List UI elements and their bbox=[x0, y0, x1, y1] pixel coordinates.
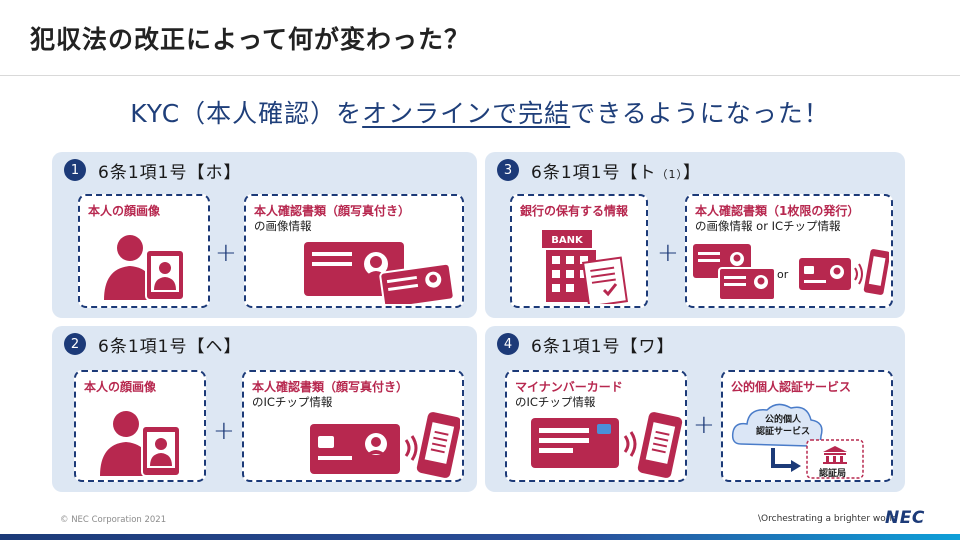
panel-rule-label: 6条1項1号【ホ】 bbox=[98, 162, 242, 183]
panel-rule-he: 2 6条1項1号【ヘ】 本人の顔画像 + 本人確認書類（顔写真付き） のICチッ… bbox=[52, 326, 477, 492]
headline: KYC（本人確認）をオンラインで完結できるようになった！ bbox=[0, 94, 960, 130]
face-selfie-icon bbox=[104, 235, 185, 301]
id-document-box: 本人確認書類（顔写真付き） のICチップ情報 bbox=[242, 370, 464, 482]
panel-header: 4 6条1項1号【ワ】 bbox=[497, 332, 675, 357]
box-title: マイナンバーカード bbox=[515, 380, 623, 394]
panel-rule-ho: 1 6条1項1号【ホ】 本人の顔画像 + 本人確認書類（顔写真付き） の画像情報 bbox=[52, 152, 477, 318]
panel-number-badge: 4 bbox=[497, 333, 519, 355]
nec-logo: NEC bbox=[885, 508, 925, 528]
certificate-authority-label: 認証局 bbox=[819, 469, 847, 479]
headline-post: できるようになった！ bbox=[570, 99, 830, 128]
box-title: 本人確認書類（顔写真付き） bbox=[254, 204, 411, 218]
copyright-text: © NEC Corporation 2021 bbox=[60, 515, 167, 525]
my-number-card-box: マイナンバーカード のICチップ情報 bbox=[505, 370, 687, 482]
ic-card-reader-icon bbox=[799, 249, 889, 295]
cloud-label: 公的個人 認証サービス bbox=[755, 415, 810, 437]
bank-label: BANK bbox=[551, 235, 584, 246]
box-title: 本人確認書類（1枚限の発行） bbox=[695, 204, 860, 218]
panel-rule-label: 6条1項1号【ワ】 bbox=[531, 336, 675, 357]
photo-id-cards-icon bbox=[693, 244, 776, 301]
panel-number-badge: 1 bbox=[64, 159, 86, 181]
plus-sign: + bbox=[215, 238, 237, 268]
face-image-box: 本人の顔画像 bbox=[74, 370, 206, 482]
panel-header: 2 6条1項1号【ヘ】 bbox=[64, 332, 242, 357]
panel-header: 3 6条1項1号【ト（1）】 bbox=[497, 158, 701, 183]
face-selfie-icon bbox=[100, 411, 181, 477]
auth-cloud-icon bbox=[731, 403, 864, 479]
box-title: 公的個人認証サービス bbox=[731, 380, 852, 394]
box-title: 本人確認書類（顔写真付き） bbox=[252, 380, 409, 394]
panel-rule-label: 6条1項1号【ヘ】 bbox=[98, 336, 242, 357]
bank-info-box: 銀行の保有する情報 BANK bbox=[510, 194, 648, 308]
plus-sign: + bbox=[213, 416, 235, 446]
face-image-box: 本人の顔画像 bbox=[78, 194, 210, 308]
headline-pre: KYC（本人確認）を bbox=[130, 99, 363, 128]
box-title: 本人の顔画像 bbox=[84, 380, 157, 394]
box-subtitle: のICチップ情報 bbox=[252, 395, 333, 409]
box-subtitle: のICチップ情報 bbox=[515, 395, 596, 409]
box-subtitle: の画像情報 bbox=[254, 219, 312, 233]
box-subtitle: の画像情報 or ICチップ情報 bbox=[695, 219, 841, 233]
panel-number-badge: 3 bbox=[497, 159, 519, 181]
panel-rule-label: 6条1項1号【ト（1）】 bbox=[531, 162, 701, 183]
id-document-box: 本人確認書類（顔写真付き） の画像情報 bbox=[244, 194, 464, 308]
headline-highlight: オンラインで完結 bbox=[362, 99, 571, 128]
brand-tagline: \Orchestrating a brighter world bbox=[758, 514, 898, 524]
plus-sign: + bbox=[657, 238, 679, 268]
box-title: 本人の顔画像 bbox=[88, 204, 161, 218]
my-number-card-icon bbox=[531, 412, 683, 478]
footer-gradient-bar bbox=[0, 534, 960, 540]
panel-header: 1 6条1項1号【ホ】 bbox=[64, 158, 242, 183]
panel-number-badge: 2 bbox=[64, 333, 86, 355]
ic-card-reader-icon bbox=[310, 412, 460, 478]
panel-rule-wa: 4 6条1項1号【ワ】 マイナンバーカード のICチップ情報 + 公的個人認証サ… bbox=[485, 326, 905, 492]
box-title: 銀行の保有する情報 bbox=[520, 204, 629, 218]
photo-id-cards-icon bbox=[304, 242, 454, 304]
bank-building-icon: BANK bbox=[542, 230, 629, 304]
public-auth-service-box: 公的個人認証サービス 公的個人 認証サービス 認証局 bbox=[721, 370, 893, 482]
id-document-box: 本人確認書類（1枚限の発行） の画像情報 or ICチップ情報 or bbox=[685, 194, 893, 308]
slide-title: 犯収法の改正によって何が変わった？ bbox=[30, 25, 471, 54]
or-label: or bbox=[777, 268, 789, 281]
panel-rule-to: 3 6条1項1号【ト（1）】 銀行の保有する情報 BANK + 本人確認書類（1… bbox=[485, 152, 905, 318]
plus-sign: + bbox=[693, 410, 715, 440]
title-divider bbox=[0, 75, 960, 76]
